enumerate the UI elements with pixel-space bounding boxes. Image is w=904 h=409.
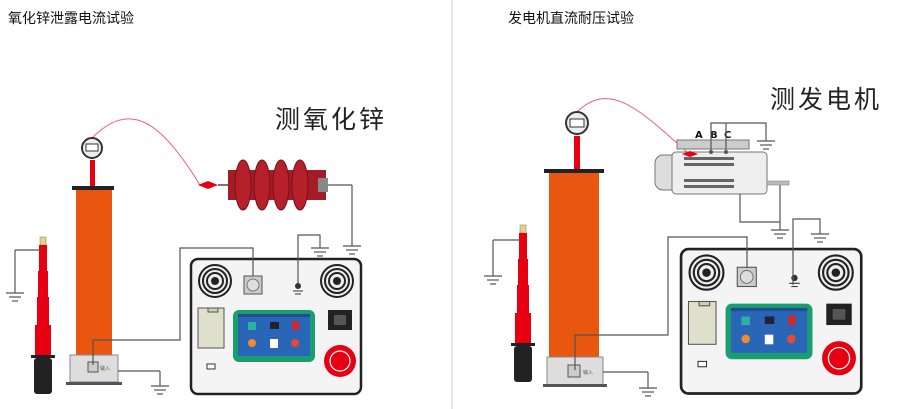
phase-label-c: C	[724, 130, 731, 141]
generator-motor: A B C	[654, 122, 790, 239]
right-object-label: 测发电机	[770, 85, 882, 114]
left-discharge-stick	[30, 236, 56, 395]
left-object-label: 测氧化锌	[275, 105, 387, 134]
left-diagram-title: 氧化锌泄露电流试验	[8, 11, 134, 27]
generator-input-label: 输入	[583, 369, 593, 376]
right-control-panel	[681, 249, 861, 393]
right-diagram-title: 发电机直流耐压试验	[508, 11, 634, 27]
zinc-oxide-arrester	[198, 159, 362, 255]
right-discharge-stick	[510, 224, 536, 383]
hv-lead-wire	[91, 118, 201, 186]
phase-label-b: B	[710, 130, 718, 141]
generator-input-label: 输入	[100, 365, 110, 372]
left-hv-generator: 输入	[66, 118, 201, 395]
right-hv-generator: 输入	[543, 98, 689, 397]
left-control-panel	[191, 259, 361, 394]
hv-lead-wire	[576, 98, 689, 154]
phase-label-a: A	[695, 130, 703, 141]
